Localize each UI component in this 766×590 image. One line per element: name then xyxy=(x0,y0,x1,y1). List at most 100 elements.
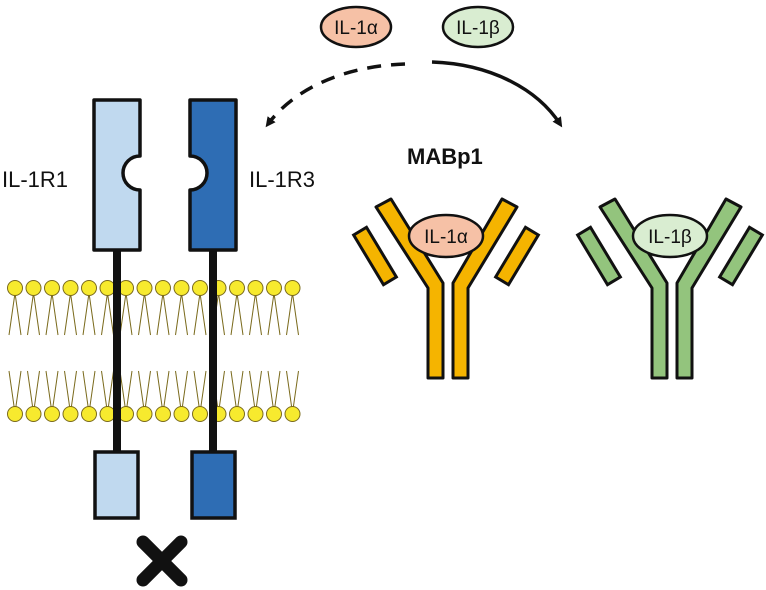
lipid-head xyxy=(44,280,60,296)
lipid-head xyxy=(266,280,282,296)
lipid-tail xyxy=(88,292,96,336)
lipid-head xyxy=(99,406,116,422)
lipid-tail xyxy=(33,370,40,414)
lipid-tail xyxy=(230,370,238,414)
lipid-tail xyxy=(8,292,16,336)
lipid-tail xyxy=(230,292,238,336)
antibody-beta-right-light-chain xyxy=(717,225,765,287)
lipid-head xyxy=(136,406,153,422)
lipid-head xyxy=(81,406,97,422)
lipid-tail xyxy=(249,292,256,336)
lipid-tail xyxy=(236,292,244,336)
lipid-bilayer-membrane xyxy=(7,280,301,422)
lipid-tail xyxy=(292,370,299,414)
lipid-tail xyxy=(193,292,201,336)
lipid-tail xyxy=(236,370,244,414)
lipid-tail xyxy=(82,292,90,336)
lipid-tail xyxy=(156,370,164,414)
lipid-tail xyxy=(193,370,201,414)
lipid-tail xyxy=(138,370,145,414)
antibody-alpha-left-light-chain xyxy=(351,225,399,287)
lipid-tail xyxy=(45,370,53,414)
antibody-beta-right-heavy-chain xyxy=(675,197,743,380)
lipid-head xyxy=(62,406,79,422)
lipid-tail xyxy=(175,292,182,336)
lipid-tail xyxy=(273,370,281,414)
lipid-tail xyxy=(8,370,16,414)
lipid-tail xyxy=(64,370,71,414)
lipid-head xyxy=(62,280,79,296)
lipid-tail xyxy=(255,370,262,414)
lipid-tail xyxy=(14,370,22,414)
lipid-tail xyxy=(267,292,275,336)
free-il1-alpha: IL-1α xyxy=(319,5,393,49)
free-il1-alpha-label: IL-1α xyxy=(334,18,378,39)
free-il1-beta-label: IL-1β xyxy=(456,18,500,39)
lipid-head xyxy=(99,280,116,296)
lipid-head xyxy=(25,280,42,296)
lipid-tail xyxy=(286,370,293,414)
lipid-tail xyxy=(45,292,53,336)
lipid-tail xyxy=(27,370,34,414)
lipid-head xyxy=(266,406,282,422)
lipid-tail xyxy=(101,370,108,414)
lipid-head xyxy=(81,280,97,296)
lipid-tail xyxy=(125,292,133,336)
lipid-tail xyxy=(144,292,151,336)
antibody-alpha-right-heavy-chain xyxy=(451,197,519,380)
bound-il1-alpha-label: IL-1α xyxy=(424,227,468,248)
lipid-tail xyxy=(218,292,225,336)
lipid-tail xyxy=(249,370,256,414)
lipid-tail xyxy=(175,370,182,414)
lipid-head xyxy=(192,280,208,296)
lipid-tail xyxy=(51,292,59,336)
lipid-head xyxy=(44,406,60,422)
lipid-tail xyxy=(255,292,262,336)
cross-icon xyxy=(136,535,188,587)
lipid-head xyxy=(155,280,171,296)
lipid-head xyxy=(25,406,42,422)
il1r3-receptor: IL-1R3 xyxy=(188,98,315,520)
lipid-head xyxy=(229,280,245,296)
bound-il1-alpha xyxy=(407,213,485,259)
lipid-head xyxy=(192,406,208,422)
lipid-tail xyxy=(267,370,275,414)
lipid-tail xyxy=(138,292,145,336)
lipid-tail xyxy=(199,370,207,414)
lipid-tail xyxy=(273,292,281,336)
lipid-head xyxy=(247,406,264,422)
mabp1-antibody-beta: IL-1β xyxy=(575,197,765,380)
lipid-tail xyxy=(70,370,77,414)
antibody-beta-left-light-chain xyxy=(575,225,623,287)
bound-il1-beta xyxy=(631,213,709,259)
il1r3-extracellular-domain xyxy=(188,98,238,252)
lipid-tail xyxy=(51,370,59,414)
il1r1-intracellular-domain xyxy=(93,450,140,520)
lipid-tail xyxy=(70,292,77,336)
free-il1-beta: IL-1β xyxy=(441,5,515,49)
antibody-capture-arrow xyxy=(431,60,563,128)
lipid-tail xyxy=(162,370,170,414)
lipid-tail xyxy=(144,370,151,414)
il1r1-receptor: IL-1R1 xyxy=(2,98,142,520)
il1r3-label: IL-1R3 xyxy=(249,167,315,192)
lipid-tail xyxy=(27,292,34,336)
lipid-tail xyxy=(181,370,188,414)
il1r3-intracellular-domain xyxy=(190,450,237,520)
lipid-head xyxy=(155,406,171,422)
lipid-tail xyxy=(125,370,133,414)
il1r1-extracellular-domain xyxy=(92,98,142,252)
lipid-head xyxy=(7,406,23,422)
lipid-tail xyxy=(107,292,114,336)
blocked-binding-arrow xyxy=(265,62,406,128)
lipid-tail xyxy=(181,292,188,336)
lipid-head xyxy=(136,280,153,296)
lipid-head xyxy=(284,280,301,296)
lipid-tail xyxy=(162,292,170,336)
lipid-tail xyxy=(64,292,71,336)
lipid-tail xyxy=(14,292,22,336)
lipid-tail xyxy=(292,292,299,336)
lipid-head xyxy=(247,280,264,296)
lipid-head xyxy=(229,406,245,422)
